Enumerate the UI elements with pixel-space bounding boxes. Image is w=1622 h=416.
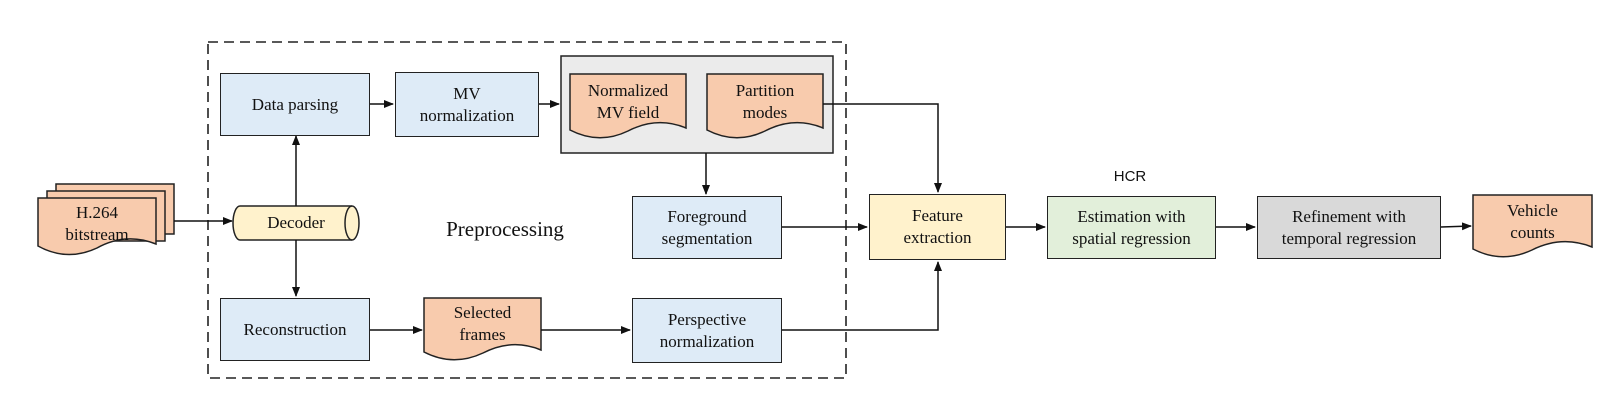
- foreground-segmentation-label: Foreground segmentation: [661, 206, 753, 248]
- output-label: Vehicle counts: [1507, 201, 1558, 242]
- data-parsing-label: Data parsing: [251, 94, 339, 114]
- edge-temporal-to-output: [1440, 222, 1472, 231]
- input-document-stack: [37, 183, 175, 256]
- perspective-normalization-node: Perspective normalization: [632, 298, 782, 363]
- reconstruction-label: Reconstruction: [243, 319, 347, 339]
- edge-perspective-to-feature: [782, 261, 942, 331]
- selected-frames-shape: [423, 297, 542, 361]
- feature-extraction-label: Feature extraction: [903, 206, 972, 247]
- decoder-cylinder: [232, 205, 360, 241]
- spatial-regression-label: Estimation with spatial regression: [1072, 206, 1191, 248]
- preprocessing-label: Preprocessing: [446, 217, 564, 241]
- temporal-regression-node: Refinement with temporal regression: [1257, 196, 1441, 259]
- temporal-regression-label: Refinement with temporal regression: [1281, 206, 1417, 248]
- reconstruction-node: Reconstruction: [220, 298, 370, 361]
- selected-frames-label: Selected frames: [453, 303, 512, 344]
- output-document-shape: [1472, 194, 1593, 258]
- edge-partition-to-feature: [823, 103, 942, 193]
- feature-extraction-node: Feature extraction: [869, 194, 1006, 260]
- foreground-segmentation-node: Foreground segmentation: [632, 196, 782, 259]
- partition-modes-shape: [706, 73, 824, 139]
- preprocessing-region: [207, 41, 847, 379]
- mv-normalization-label: MV normalization: [419, 83, 515, 125]
- input-label: H.264 bitstream: [65, 203, 129, 244]
- partition-modes-label: Partition modes: [735, 81, 795, 122]
- hcr-label: HCR: [1113, 168, 1147, 185]
- normalized-mv-field-shape: [569, 73, 687, 139]
- mv-normalization-node: MV normalization: [395, 72, 539, 137]
- data-parsing-node: Data parsing: [220, 73, 370, 136]
- decoder-label: Decoder: [267, 213, 325, 232]
- normalized-mv-field-label: Normalized MV field: [587, 81, 669, 122]
- spatial-regression-node: Estimation with spatial regression: [1047, 196, 1216, 259]
- perspective-normalization-label: Perspective normalization: [659, 309, 755, 351]
